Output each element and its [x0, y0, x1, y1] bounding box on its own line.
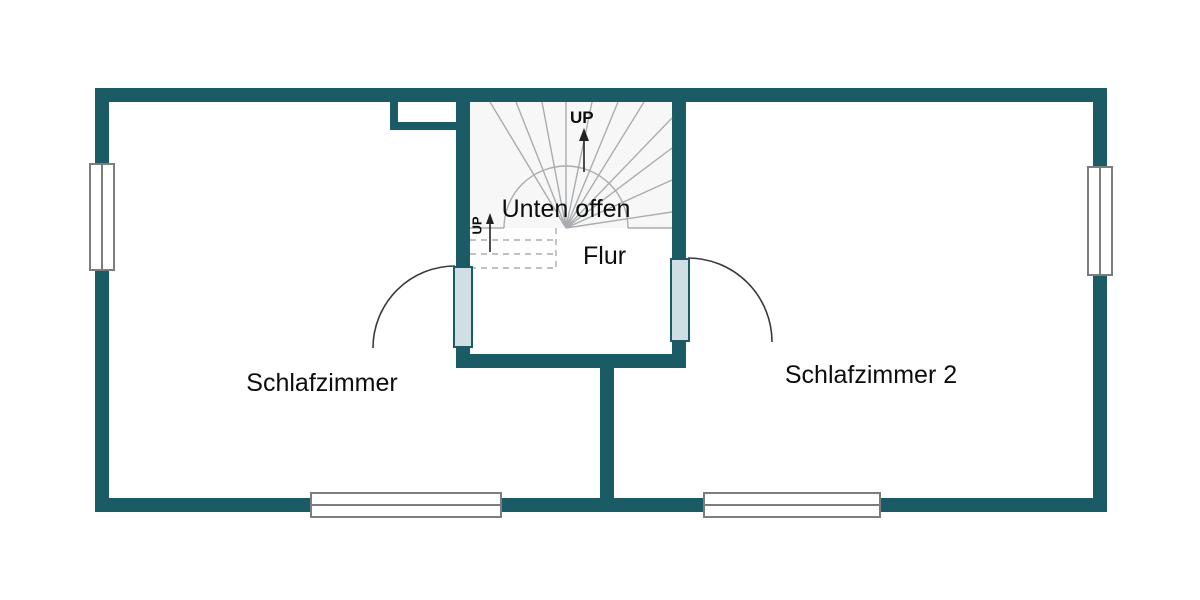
wall-outer-bottom	[95, 498, 1107, 512]
room-label-bedroom-left: Schlafzimmer	[246, 369, 398, 397]
stair-up-label-main: UP	[570, 108, 594, 127]
wall-notch-bottom	[390, 122, 470, 130]
door-swing-arc-left	[372, 265, 456, 349]
door-leaf-bedroom-left	[453, 266, 473, 348]
room-label-hall: Flur	[583, 242, 627, 270]
wall-outer-left	[95, 88, 109, 512]
door-leaf-bedroom-right	[670, 258, 690, 342]
stair-up-label-side: UP	[469, 216, 485, 235]
wall-hall-bottom	[456, 354, 686, 368]
window-pane-divider	[1099, 168, 1101, 274]
window-bottom-right	[703, 492, 881, 518]
window-bottom-left	[310, 492, 502, 518]
wall-outer-right	[1093, 88, 1107, 512]
wall-hall-left-upper	[456, 88, 470, 266]
room-label-bedroom-right: Schlafzimmer 2	[784, 361, 958, 389]
wall-notch-left	[390, 95, 398, 130]
window-left-wall	[89, 163, 115, 271]
window-pane-divider	[101, 165, 103, 269]
window-pane-divider	[705, 504, 879, 506]
wall-outer-top	[95, 88, 1107, 102]
window-pane-divider	[312, 504, 500, 506]
door-swing-arc-right	[687, 257, 773, 343]
wall-room-divider	[600, 362, 614, 498]
window-right-wall	[1087, 166, 1113, 276]
up-arrow-main	[579, 128, 589, 172]
wall-hall-right-upper	[672, 88, 686, 258]
